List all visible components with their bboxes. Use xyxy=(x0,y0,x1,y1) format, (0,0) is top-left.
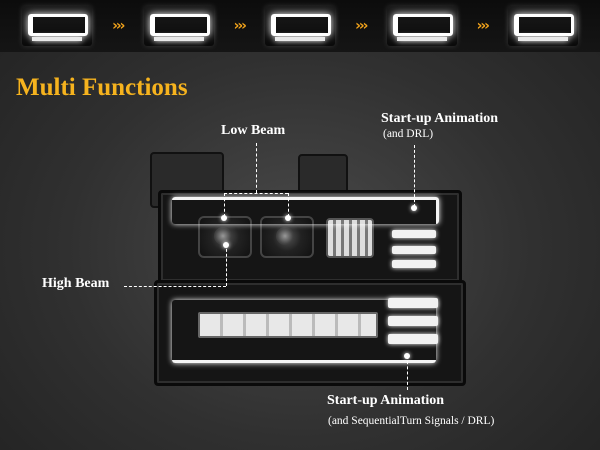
high-beam-label: High Beam xyxy=(42,276,110,291)
upper-drl-strip xyxy=(172,197,439,224)
lower-signal-bar-2 xyxy=(388,316,438,326)
low-beam-leader-horizontal xyxy=(224,193,288,194)
high-beam-reflector xyxy=(326,218,374,258)
low-beam-leader-left xyxy=(224,193,225,217)
low-beam-marker-left xyxy=(221,215,227,221)
animation-strip: ››› ››› ››› ››› xyxy=(0,0,600,52)
startup-bottom-leader xyxy=(407,356,408,390)
lower-signal-bar-1 xyxy=(388,298,438,308)
headlight-assembly-image xyxy=(148,150,466,386)
high-beam-marker xyxy=(223,242,229,248)
headlight-frame-5 xyxy=(508,6,578,46)
headlight-frame-4 xyxy=(386,6,457,46)
page-title: Multi Functions xyxy=(16,74,188,101)
headlight-frame-3 xyxy=(265,6,335,46)
startup-top-sublabel: (and DRL) xyxy=(383,128,434,140)
low-beam-marker-right xyxy=(285,215,291,221)
high-beam-leader-vertical xyxy=(226,244,227,286)
startup-top-marker xyxy=(411,205,417,211)
chevron-right-icon: ››› xyxy=(233,18,247,34)
upper-signal-bar-3 xyxy=(392,260,436,268)
startup-top-label: Start-up Animation xyxy=(381,111,499,126)
lower-signal-bar-3 xyxy=(388,334,438,344)
upper-signal-bar-1 xyxy=(392,230,436,238)
startup-bottom-sublabel: (and SequentialTurn Signals / DRL) xyxy=(328,415,495,427)
lower-light-bar xyxy=(198,312,378,338)
upper-signal-bar-2 xyxy=(392,246,436,254)
startup-top-leader xyxy=(414,145,415,207)
startup-bottom-label: Start-up Animation xyxy=(327,393,445,408)
low-beam-projector-left xyxy=(198,216,252,258)
low-beam-label: Low Beam xyxy=(221,123,286,138)
chevron-right-icon: ››› xyxy=(476,18,490,34)
chevron-right-icon: ››› xyxy=(112,18,125,34)
low-beam-leader-right xyxy=(288,193,289,217)
startup-bottom-marker xyxy=(404,353,410,359)
chevron-right-icon: ››› xyxy=(355,18,368,34)
lower-drl-strip xyxy=(172,300,436,363)
high-beam-leader-horizontal xyxy=(124,286,226,287)
headlight-frame-2 xyxy=(143,6,214,46)
low-beam-leader-vertical xyxy=(256,143,257,193)
headlight-frame-1 xyxy=(22,6,92,46)
